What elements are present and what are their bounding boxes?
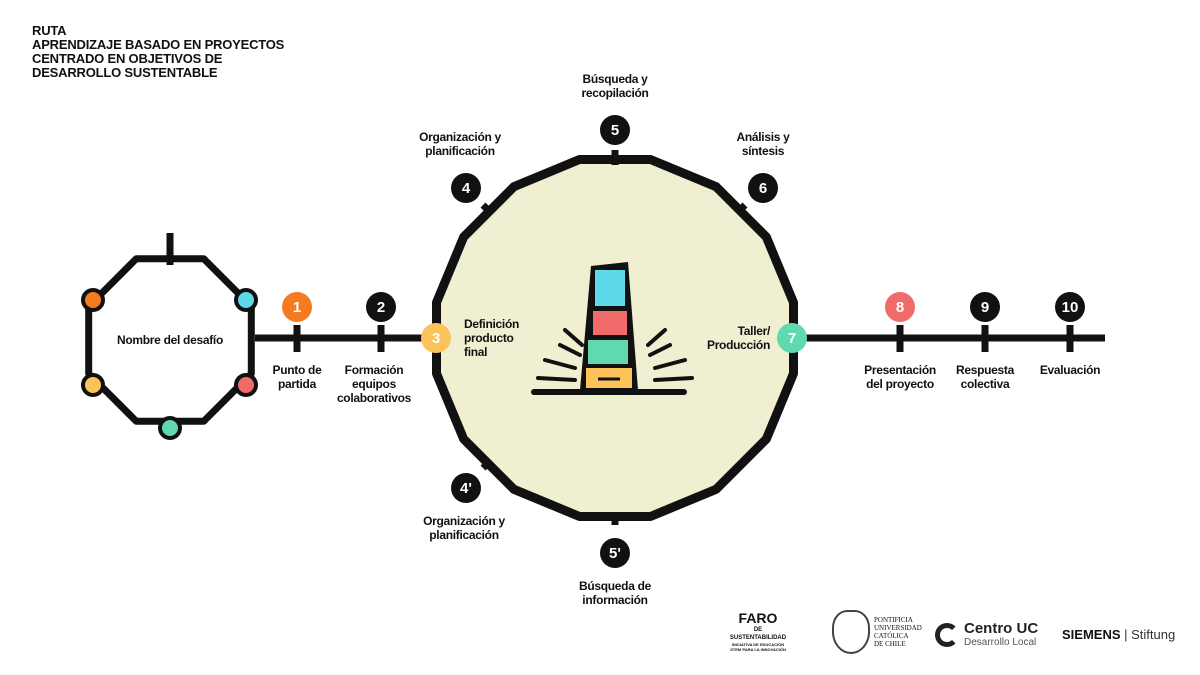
step-label-line: Presentación: [864, 363, 936, 377]
centro-uc-icon: [935, 622, 959, 647]
puc-seal-icon: [832, 610, 870, 654]
step-label-line: Organización y: [423, 514, 505, 528]
step-label-line: síntesis: [741, 144, 785, 158]
step-label-line: Evaluación: [1039, 363, 1101, 377]
route-tick: [480, 458, 493, 471]
step-label-line: colaborativos: [336, 391, 412, 405]
siemens-name: SIEMENS: [1062, 627, 1121, 642]
title-line: CENTRADO EN OBJETIVOS DE: [32, 51, 223, 66]
step-badge-10: 10: [1055, 292, 1085, 322]
step-label-line: final: [464, 345, 488, 359]
route-tick: [735, 202, 748, 215]
step-label-line: Análisis y: [736, 130, 790, 144]
step-badge-4': 4': [451, 473, 481, 503]
faro-center-logo: [531, 262, 694, 395]
step-badge-4: 4: [451, 173, 481, 203]
title-line: DESARROLLO SUSTENTABLE: [32, 65, 218, 80]
step-label-line: equipos: [352, 377, 396, 391]
step-label-line: Punto de: [272, 363, 322, 377]
faro-logo-line1: DE SUSTENTABILIDAD: [729, 627, 787, 641]
ring-dot: [81, 373, 105, 397]
step-badge-5: 5: [600, 115, 630, 145]
step-badge-9: 9: [970, 292, 1000, 322]
step-badge-8: 8: [885, 292, 915, 322]
faro-logo: FARO DE SUSTENTABILIDAD INICIATIVA DE ED…: [728, 610, 788, 652]
siemens-sub: Stiftung: [1131, 627, 1176, 642]
step-label-line: Formación: [344, 363, 404, 377]
puc-line: UNIVERSIDAD: [874, 624, 922, 632]
challenge-name: Nombre del desafío: [117, 333, 223, 347]
centro-uc-sub: Desarrollo Local: [964, 637, 1037, 648]
puc-line: PONTIFICIA: [874, 616, 913, 624]
step-label-line: colectiva: [960, 377, 1010, 391]
step-badge-1: 1: [282, 292, 312, 322]
step-label-line: Producción: [706, 338, 770, 352]
ring-dot: [234, 288, 258, 312]
siemens-logo: SIEMENS | Stiftung: [1062, 627, 1176, 642]
route-tick: [480, 202, 493, 215]
faro-logo-line2: INICIATIVA DE EDUCACIÓN STEM PARA LA INN…: [730, 642, 786, 652]
step-label-line: del proyecto: [866, 377, 934, 391]
step-label-line: planificación: [425, 144, 495, 158]
step-label: Taller/Producción: [707, 324, 770, 352]
centro-uc-name: Centro UC: [964, 620, 1039, 637]
step-label-line: producto: [464, 331, 514, 345]
ring-dot: [158, 416, 182, 440]
step-label-line: Búsqueda de: [578, 579, 652, 593]
ring-dot: [81, 288, 105, 312]
step-badge-3: 3: [421, 323, 451, 353]
faro-logo-name: FARO: [738, 610, 778, 626]
step-label-line: planificación: [429, 528, 499, 542]
step-label: Evaluación: [1039, 363, 1101, 377]
step-label-line: Respuesta: [956, 363, 1014, 377]
puc-line: DE CHILE: [874, 640, 906, 648]
title-line: RUTA: [32, 23, 67, 38]
step-label-line: información: [582, 593, 648, 607]
step-badge-7: 7: [777, 323, 807, 353]
step-badge-6: 6: [748, 173, 778, 203]
step-badge-2: 2: [366, 292, 396, 322]
ring-dot: [234, 373, 258, 397]
title-line: APRENDIZAJE BASADO EN PROYECTOS: [32, 37, 285, 52]
step-label-line: Taller/: [737, 324, 771, 338]
step-label-line: partida: [278, 377, 316, 391]
step-label-line: recopilación: [581, 86, 649, 100]
page-title: RUTA APRENDIZAJE BASADO EN PROYECTOS CEN…: [32, 24, 284, 80]
step-label-line: Búsqueda y: [582, 72, 648, 86]
step-label-line: Definición: [464, 317, 520, 331]
puc-line: CATÓLICA: [874, 632, 909, 640]
step-badge-5': 5': [600, 538, 630, 568]
step-label-line: Organización y: [419, 130, 501, 144]
